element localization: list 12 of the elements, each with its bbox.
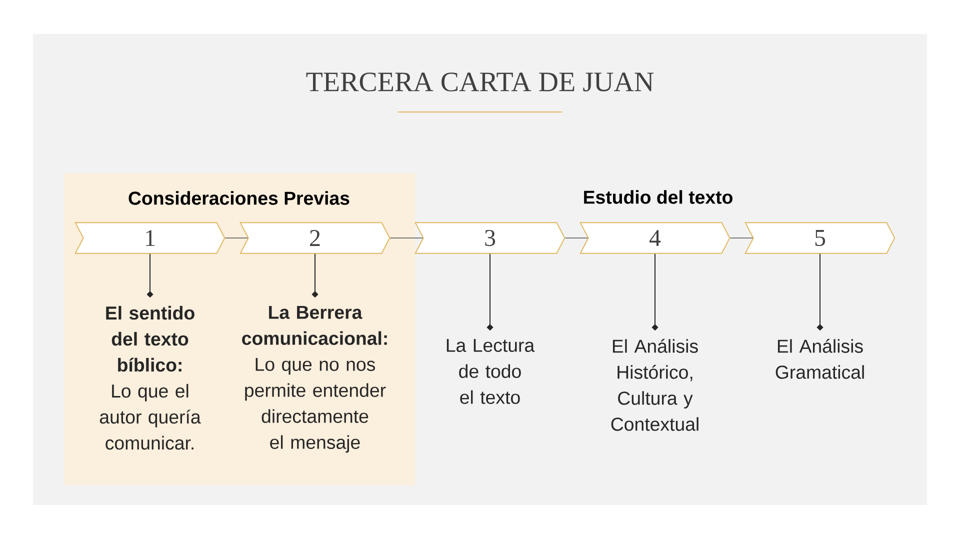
description-text: La Berrera comunicacional: Lo que no nos permite entender directamente el mensaje: [242, 306, 387, 453]
chevron-box: 3: [414, 222, 566, 254]
description-text: El Análisis Histórico, Cultura y Contextual: [611, 338, 698, 431]
chevron-box: 1: [74, 222, 226, 254]
chevron-box: 2: [240, 222, 390, 254]
title: TERCERA CARTA DE JUAN: [306, 72, 654, 92]
description-text: El Análisis Gramatical: [776, 338, 864, 379]
section-heading: Estudio del texto: [584, 190, 732, 204]
chevron-box: 5: [744, 222, 896, 254]
description-text: La Lectura de todo el texto: [446, 338, 535, 404]
description-text: El sentido del texto bíblico: Lo que el autor quería comunicar.: [100, 306, 201, 450]
chevron-box: 4: [580, 222, 730, 254]
